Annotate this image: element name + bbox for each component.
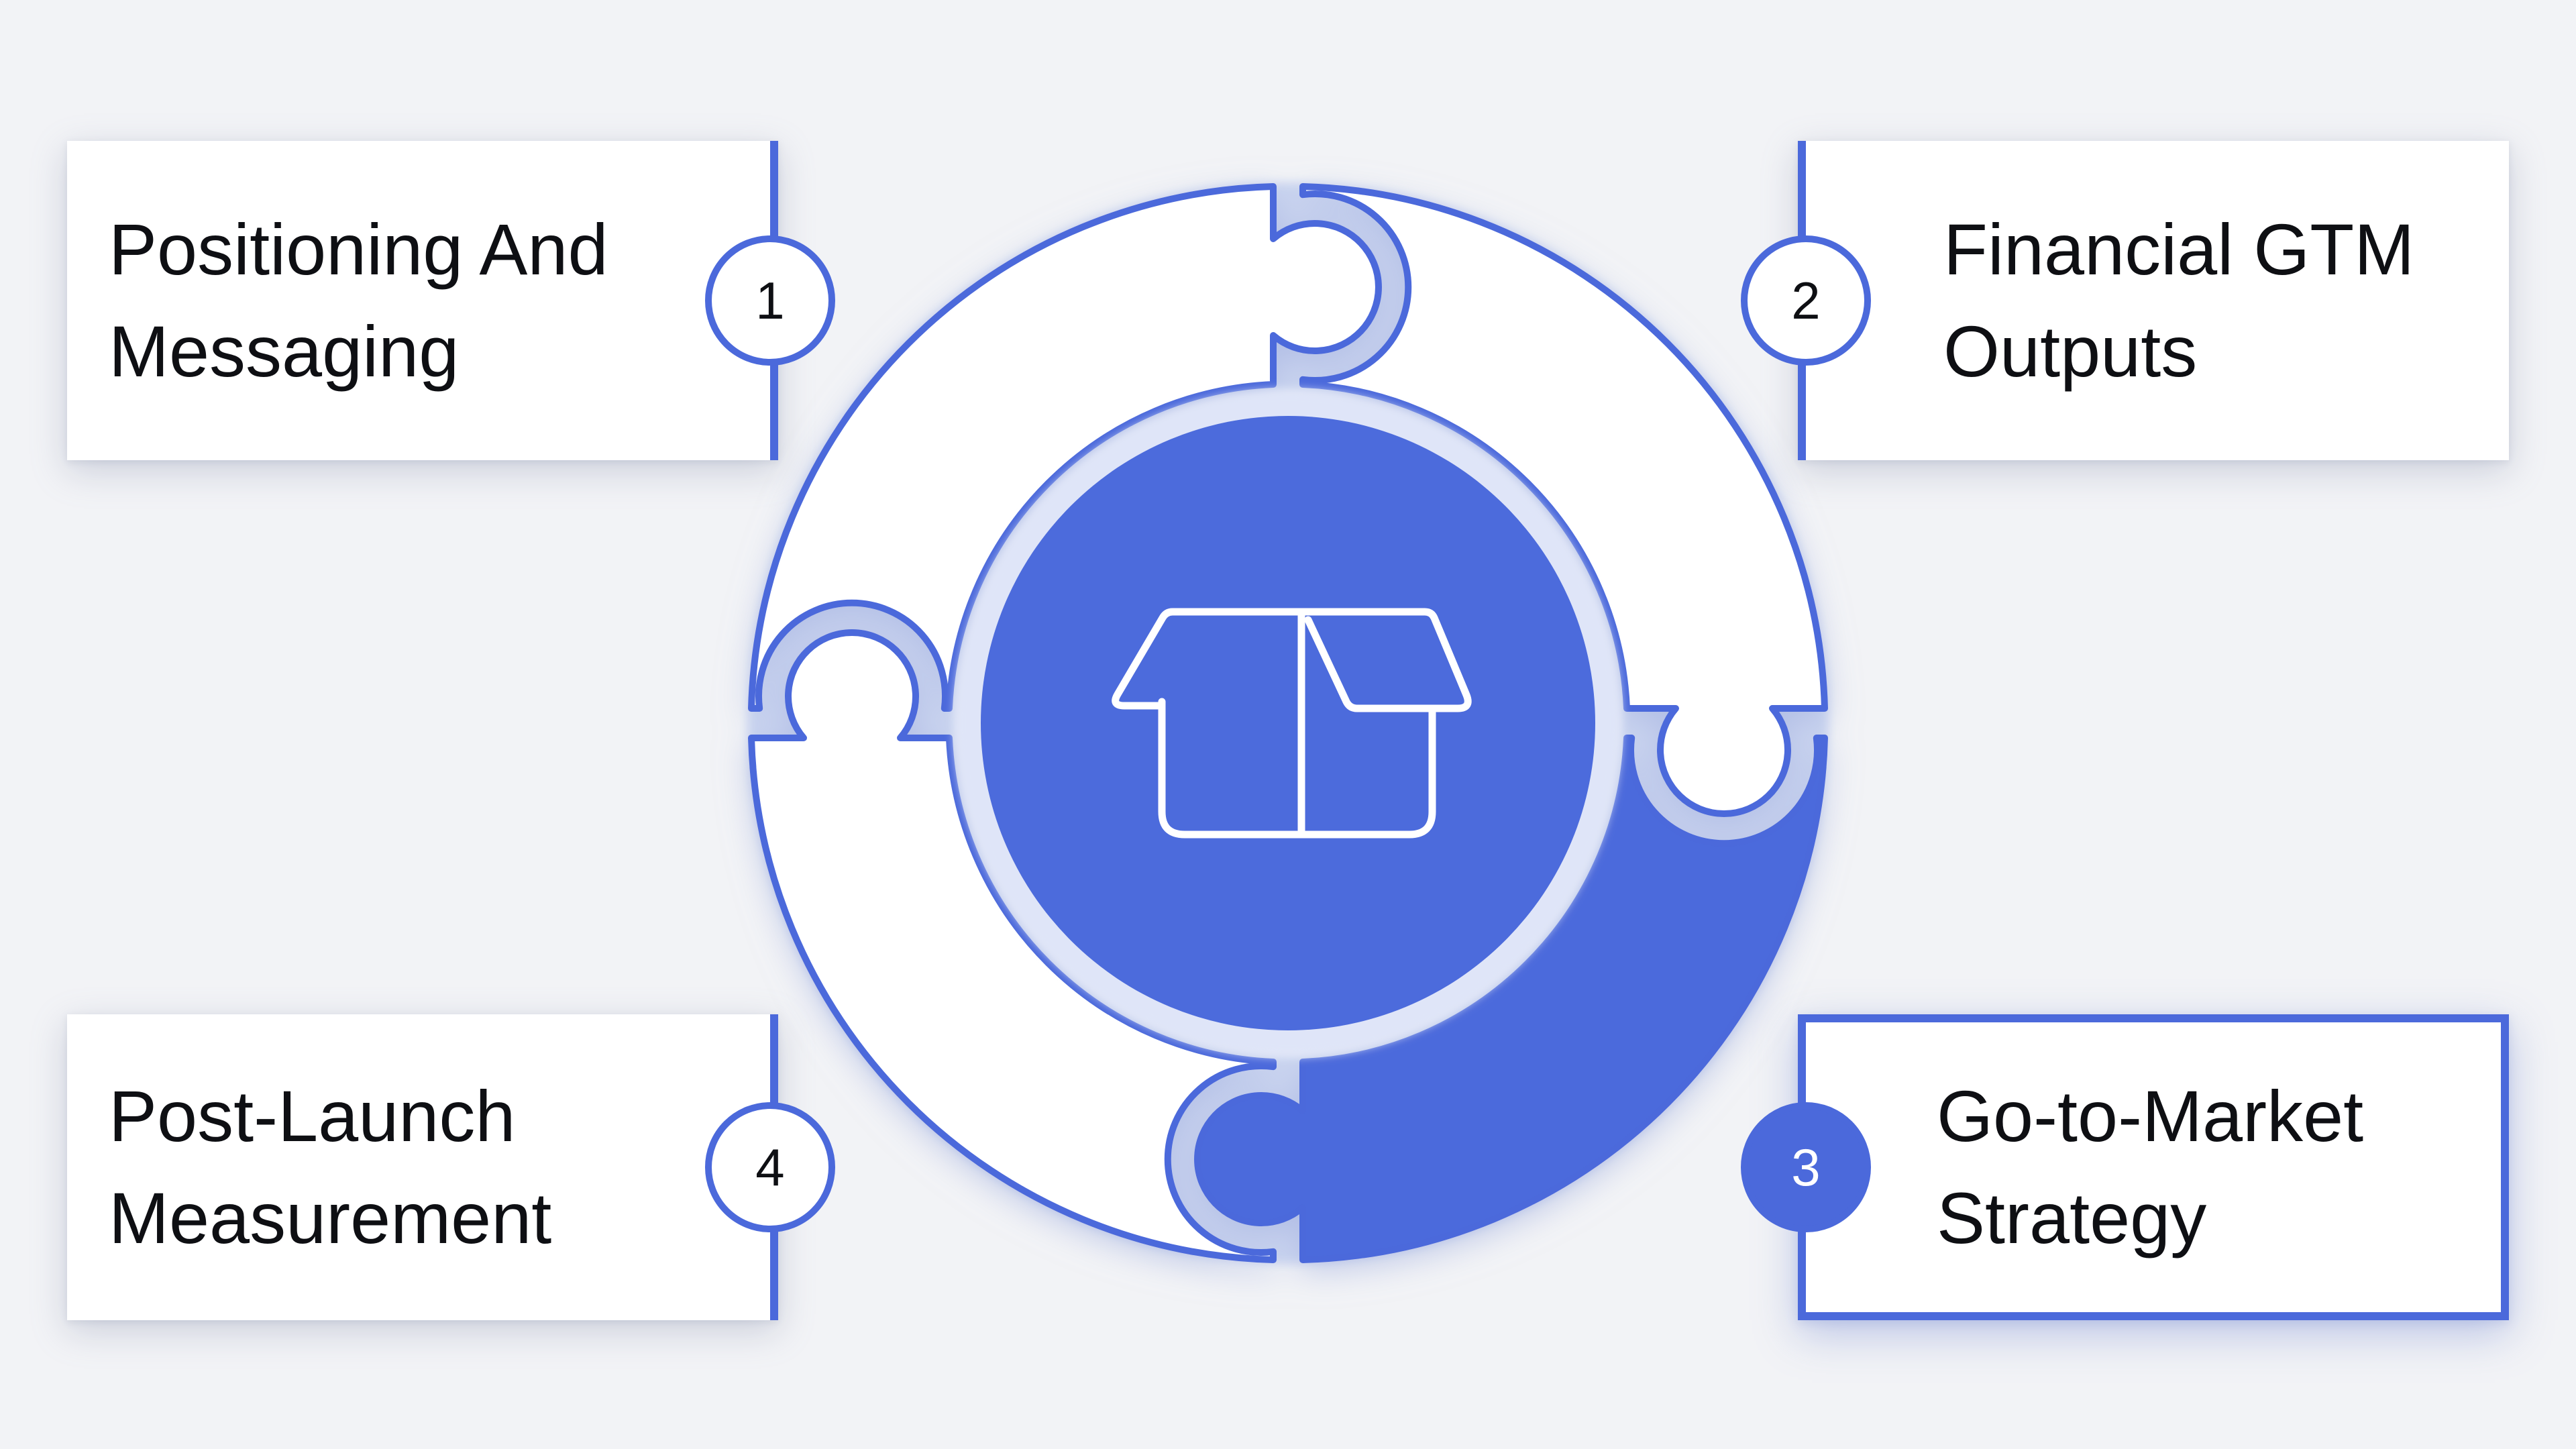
puzzle-piece-bottom-right — [1194, 735, 1828, 1263]
step-title-line: Outputs — [1943, 311, 2198, 392]
step-card-post-launch-measurement: Post-Launch Measurement 4 — [67, 1014, 835, 1320]
step-number-badge-4: 4 — [705, 1102, 835, 1232]
step-title-line: Messaging — [109, 311, 460, 392]
step-title: Positioning And Messaging — [67, 141, 770, 460]
step-title-line: Strategy — [1937, 1177, 2207, 1258]
puzzle-pieces — [748, 183, 1828, 1263]
step-number-badge-3: 3 — [1741, 1102, 1871, 1232]
center-disc — [981, 416, 1595, 1030]
step-title-line: Post-Launch — [109, 1075, 516, 1157]
step-title-line: Go-to-Market — [1937, 1075, 2364, 1157]
open-box-icon — [1112, 608, 1472, 839]
step-number-badge-2: 2 — [1741, 235, 1871, 366]
puzzle-piece-bottom-left — [748, 629, 1277, 1263]
step-card-positioning-and-messaging: Positioning And Messaging 1 — [67, 141, 835, 460]
step-title: Go-to-Market Strategy — [1806, 1022, 2501, 1312]
step-title: Post-Launch Measurement — [67, 1014, 770, 1320]
puzzle-piece-top-left — [748, 183, 1382, 712]
box-lid-flaps — [1112, 608, 1472, 712]
box-body — [1158, 698, 1436, 839]
step-title-line: Positioning And — [109, 209, 608, 290]
puzzle-piece-top-right — [1299, 183, 1828, 817]
step-number-badge-1: 1 — [705, 235, 835, 366]
step-card-go-to-market-strategy: Go-to-Market Strategy 3 — [1741, 1014, 2509, 1320]
step-title: Financial GTM Outputs — [1806, 141, 2509, 460]
step-title-line: Measurement — [109, 1177, 552, 1258]
step-title-line: Financial GTM — [1943, 209, 2415, 290]
step-card-financial-gtm-outputs: Financial GTM Outputs 2 — [1741, 141, 2509, 460]
